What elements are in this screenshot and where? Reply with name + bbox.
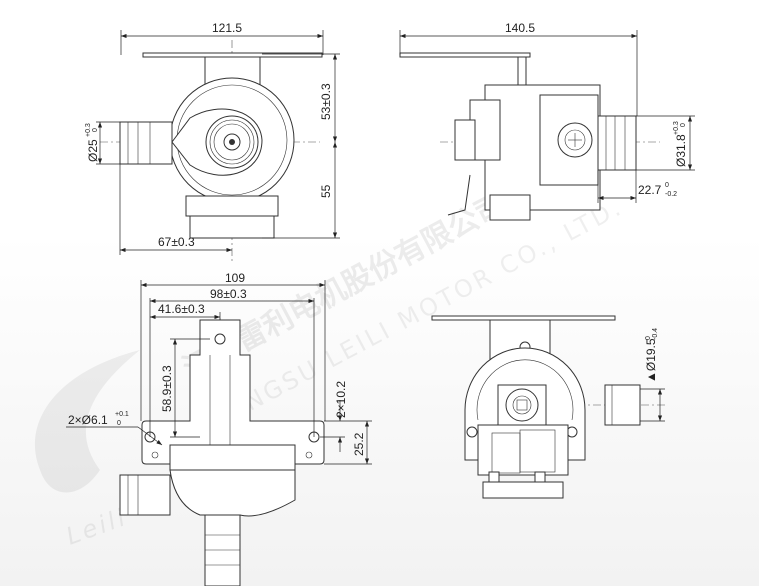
side-view: 140.5 Ø31.8 +0.3 0 22.7 0 -0.2 [399,21,695,221]
tol-upper: 0 [645,336,652,340]
dim-front-height-upper: 53±0.3 [319,83,333,120]
dim-side-pipe-dia: Ø31.8 [674,134,688,167]
dim-top-overall: 109 [225,271,245,285]
dim-side-pipe-length: 22.7 [638,183,662,197]
tol-upper: 0 [665,182,669,189]
dim-top-hole-offset: 2×10.2 [334,381,348,418]
dim-front-width: 121.5 [212,21,242,35]
tol-upper: +0.3 [85,123,92,137]
dim-top-hole-dia: 2×Ø6.1 [68,413,108,427]
dim-top-tab-height: 58.9±0.3 [160,365,174,412]
rear-view: ▲Ø19.5 0 -0.4 [431,315,665,499]
tol-lower: -0.4 [652,328,659,340]
dim-top-flange-height: 25.2 [352,432,366,456]
dim-front-inlet-dia: Ø25 [86,139,100,162]
dim-top-hole-spacing: 98±0.3 [210,287,247,301]
tol-lower: 0 [92,128,99,132]
tol-upper: +0.3 [673,121,680,135]
tol-lower: 0 [117,420,121,427]
dim-rear-outlet-dia: ▲Ø19.5 [644,338,658,383]
tol-upper: +0.1 [115,411,129,418]
logo-swoosh [34,350,140,493]
dim-top-tab-offset: 41.6±0.3 [158,302,205,316]
dim-front-offset: 67±0.3 [158,235,195,249]
top-view: 109 98±0.3 41.6±0.3 58.9±0.3 2×Ø6.1 +0.1… [66,271,372,586]
dim-front-height-lower: 55 [319,184,333,198]
tol-lower: -0.2 [665,191,677,198]
front-view: 121.5 53±0.3 55 67±0.3 Ø25 +0.3 0 [85,21,340,262]
dim-side-width: 140.5 [505,21,535,35]
tol-lower: 0 [680,123,687,127]
